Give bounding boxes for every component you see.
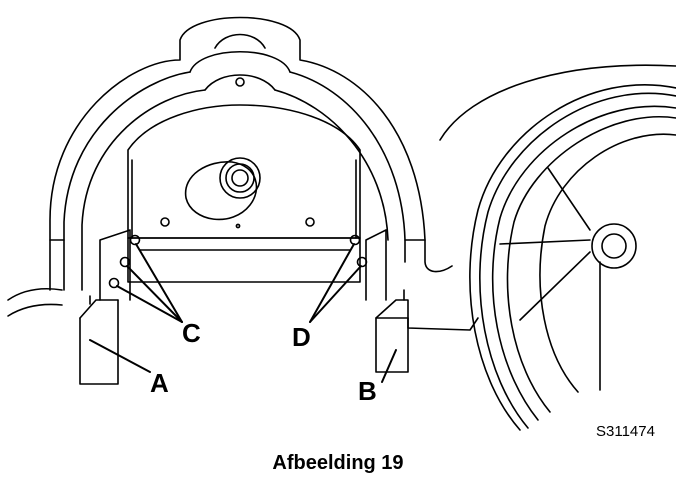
inner-plate	[127, 104, 361, 239]
hub	[184, 157, 261, 221]
plate-bolt-left	[160, 217, 170, 227]
callout-d: D	[292, 322, 311, 352]
bolts-c	[108, 234, 141, 289]
leader-lines	[89, 243, 397, 383]
scraper-body	[127, 237, 361, 283]
plate-bolt-center	[235, 223, 241, 229]
callout-b: B	[358, 376, 377, 406]
hood-outer	[49, 16, 453, 291]
scraper-b	[365, 229, 409, 373]
wheel-bracket	[407, 317, 479, 331]
plate-bolt-right	[305, 217, 315, 227]
scraper-a	[79, 229, 131, 385]
wheel	[439, 64, 676, 431]
left-edge-curve	[7, 287, 63, 317]
callout-c: C	[182, 318, 201, 348]
callout-a: A	[150, 368, 169, 398]
handle-slot	[214, 33, 266, 49]
bolts-d	[349, 234, 368, 268]
top-hole	[235, 77, 245, 87]
reference-code: S311474	[596, 423, 655, 440]
figure-caption: Afbeelding 19	[272, 452, 404, 474]
